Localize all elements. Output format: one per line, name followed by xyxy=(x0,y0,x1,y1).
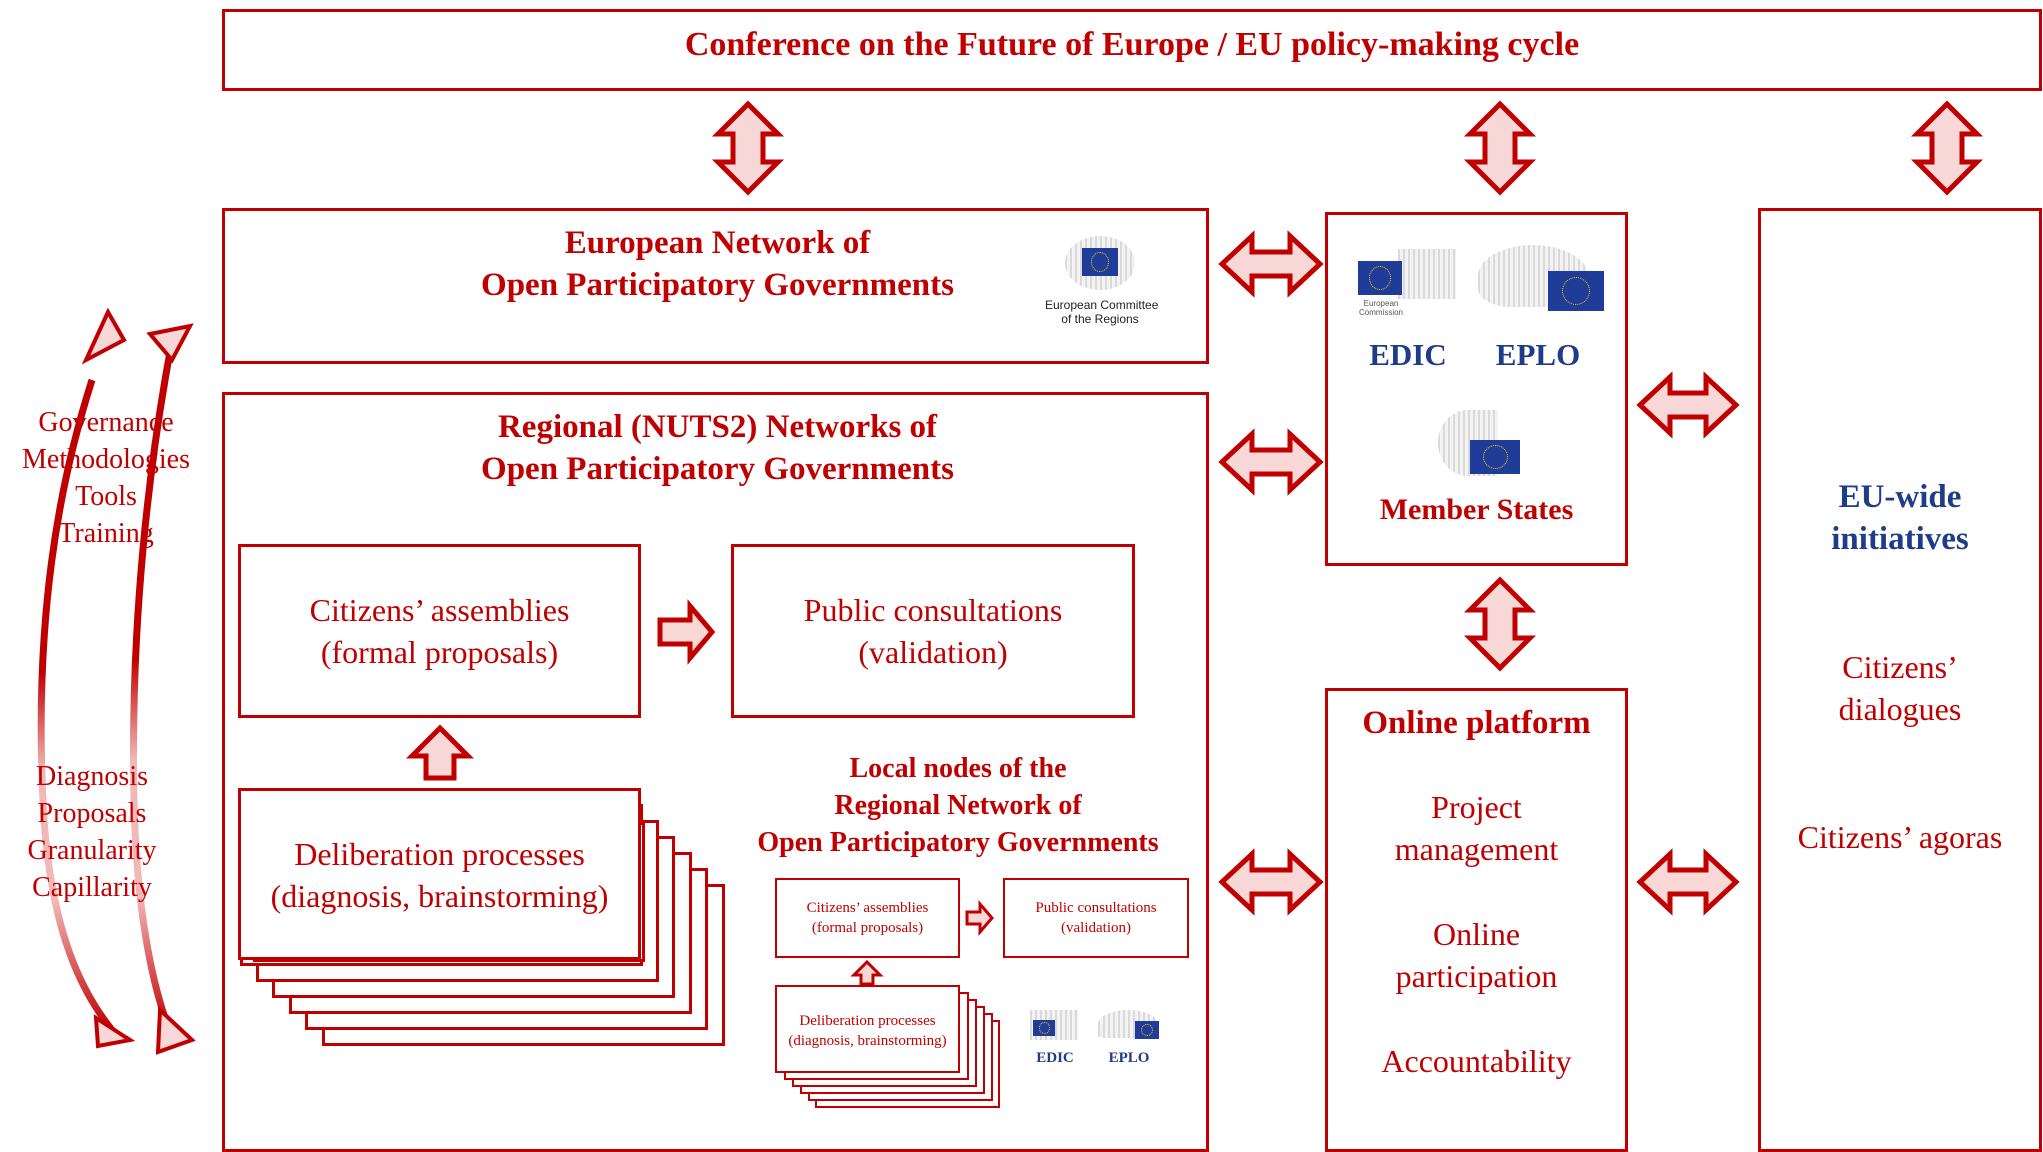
online-platform-box: Online platform Project management Onlin… xyxy=(1325,688,1628,1152)
edic-label: EDIC xyxy=(1369,337,1447,372)
local-edic-label: EDIC xyxy=(1036,1050,1074,1066)
local-assemblies-line-1: Citizens’ assemblies xyxy=(806,900,929,916)
curved-arrow-top-head xyxy=(81,307,127,365)
left-labels-top: Governance Methodologies Tools Training xyxy=(0,404,212,552)
eu-flag-icon xyxy=(1358,261,1402,295)
curved-arrow-up-head xyxy=(146,323,194,364)
cor-logo-text-1: European Committee xyxy=(1045,298,1159,312)
feedback-curved-arrows xyxy=(37,351,174,1034)
online-participation-line-1: Online xyxy=(1432,916,1521,952)
european-network-title-2: Open Participatory Governments xyxy=(481,267,954,303)
eu-wide-title-1: EU-wide xyxy=(1838,479,1962,515)
local-nodes-title-3: Open Participatory Governments xyxy=(757,827,1159,858)
local-deliberation-line-1: Deliberation processes xyxy=(799,1013,936,1029)
local-consultations-box: Public consultations (validation) xyxy=(1003,878,1189,958)
left-label-granularity: Granularity xyxy=(27,835,157,866)
member-states-logo xyxy=(1438,410,1528,476)
regional-network-title-1: Regional (NUTS2) Networks of xyxy=(497,409,938,445)
horizontal-double-arrow xyxy=(1218,428,1324,496)
eu-wide-title-2: initiatives xyxy=(1831,521,1969,557)
eu-flag-icon xyxy=(1470,440,1520,474)
vertical-double-arrow xyxy=(1910,100,1984,196)
public-consultations-line-1: Public consultations xyxy=(803,592,1063,628)
local-consultations-line-2: (validation) xyxy=(1061,920,1131,936)
local-nodes-title-2: Regional Network of xyxy=(834,790,1082,821)
project-management-line-1: Project xyxy=(1431,789,1522,825)
curved-arrow-up xyxy=(129,351,174,1034)
vertical-double-arrow xyxy=(1463,576,1537,672)
local-deliberation-line-2: (diagnosis, brainstorming) xyxy=(788,1033,947,1049)
regional-network-title-2: Open Participatory Governments xyxy=(481,451,954,487)
vertical-double-arrow xyxy=(711,100,785,196)
citizens-dialogues-line-2: dialogues xyxy=(1838,691,1962,727)
deliberation-line-2: (diagnosis, brainstorming) xyxy=(270,878,609,914)
citizens-assemblies-line-1: Citizens’ assemblies xyxy=(309,592,570,628)
citizens-assemblies-box: Citizens’ assemblies (formal proposals) xyxy=(238,544,641,718)
deliberation-line-1: Deliberation processes xyxy=(294,836,585,872)
horizontal-double-arrow xyxy=(1636,371,1740,439)
citizens-assemblies-line-2: (formal proposals) xyxy=(320,634,559,670)
curved-arrow-down-head xyxy=(93,1014,136,1049)
public-consultations-line-2: (validation) xyxy=(858,634,1008,670)
edic-logo: European Commission xyxy=(1358,249,1458,321)
local-deliberation-box: Deliberation processes (diagnosis, brain… xyxy=(775,985,960,1073)
curved-arrow-bottom-head xyxy=(155,1005,196,1055)
local-assemblies-line-2: (formal proposals) xyxy=(811,920,924,936)
local-eplo-label: EPLO xyxy=(1108,1050,1150,1066)
eplo-logo xyxy=(1478,245,1608,325)
citizens-agoras-label: Citizens’ agoras xyxy=(1797,819,2003,855)
online-platform-title: Online platform xyxy=(1362,705,1591,741)
institutions-box: European Commission EDIC EPLO Member Sta… xyxy=(1325,212,1628,566)
left-labels-bottom: Diagnosis Proposals Granularity Capillar… xyxy=(0,758,184,906)
eu-flag-icon xyxy=(1548,271,1604,311)
european-network-box: European Network of Open Participatory G… xyxy=(222,208,1209,364)
cor-logo: European Committee of the Regions xyxy=(1045,236,1175,336)
local-right-arrow xyxy=(965,899,994,937)
citizens-dialogues-line-1: Citizens’ xyxy=(1842,649,1958,685)
left-label-governance: Governance xyxy=(38,407,174,438)
project-management-line-2: management xyxy=(1394,831,1559,867)
deliberation-box: Deliberation processes (diagnosis, brain… xyxy=(238,788,641,960)
left-label-methodologies: Methodologies xyxy=(22,444,190,475)
european-network-title-1: European Network of xyxy=(564,225,871,261)
local-up-arrow xyxy=(850,959,884,986)
edic-logo-caption: European Commission xyxy=(1358,299,1403,317)
accountability-label: Accountability xyxy=(1381,1043,1572,1079)
local-assemblies-box: Citizens’ assemblies (formal proposals) xyxy=(775,878,960,958)
public-consultations-box: Public consultations (validation) xyxy=(731,544,1135,718)
horizontal-double-arrow xyxy=(1218,848,1324,916)
eu-flag-icon xyxy=(1135,1021,1159,1039)
curved-arrow-down xyxy=(37,378,115,1033)
left-label-proposals: Proposals xyxy=(37,798,147,829)
eu-flag-icon xyxy=(1033,1020,1055,1036)
online-participation-line-2: participation xyxy=(1395,958,1558,994)
local-consultations-line-1: Public consultations xyxy=(1035,900,1157,916)
horizontal-double-arrow xyxy=(1218,230,1324,298)
horizontal-double-arrow xyxy=(1636,848,1740,916)
left-label-tools: Tools xyxy=(75,481,137,512)
member-states-label: Member States xyxy=(1379,493,1574,526)
eu-wide-box: EU-wide initiatives Citizens’ dialogues … xyxy=(1758,208,2042,1152)
up-arrow xyxy=(405,724,475,781)
cor-logo-text-2: of the Regions xyxy=(1061,312,1139,326)
eplo-label: EPLO xyxy=(1495,337,1581,372)
left-label-capillarity: Capillarity xyxy=(32,872,152,903)
left-label-training: Training xyxy=(58,518,154,549)
right-arrow xyxy=(657,599,716,665)
eu-flag-icon xyxy=(1082,248,1118,276)
conference-title: Conference on the Future of Europe / EU … xyxy=(684,26,1580,63)
local-nodes-title-1: Local nodes of the xyxy=(849,753,1067,784)
conference-box: Conference on the Future of Europe / EU … xyxy=(222,9,2042,91)
left-label-diagnosis: Diagnosis xyxy=(36,761,148,792)
vertical-double-arrow xyxy=(1463,100,1537,196)
